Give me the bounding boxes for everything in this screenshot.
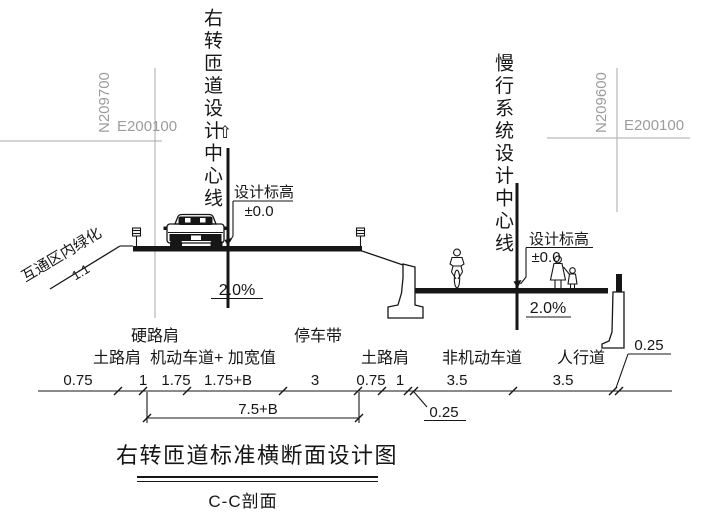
curb-dim-value: 0.25 — [429, 404, 458, 421]
northing-label: N209700 — [96, 72, 113, 133]
pedestrians-illustration — [549, 255, 578, 289]
dim-value: 0.75 — [356, 372, 385, 389]
curb-callout-bottom: 0.25 — [413, 391, 466, 422]
car-wheel-right — [210, 241, 223, 249]
child-head — [569, 267, 576, 274]
dim-value: 1.75 — [161, 372, 190, 389]
sheet-title: 右转匝道标准横断面设计图 C-C剖面 — [116, 443, 398, 511]
car-wheel-left — [170, 241, 182, 249]
coordinate-cross-right: N209600 E200100 — [547, 68, 690, 212]
section-label: C-C剖面 — [208, 492, 277, 511]
adult-body — [549, 262, 567, 281]
design-elevation-right: 设计标高 ±0.0 — [513, 231, 593, 289]
dim-value: 0.75 — [63, 372, 92, 389]
dim-value: 3 — [311, 372, 319, 389]
dim-value: 1.75+B — [204, 372, 252, 389]
delineator-post-left — [131, 227, 142, 246]
drawing-title: 右转匝道标准横断面设计图 — [116, 443, 398, 468]
slope-value: 2.0% — [219, 282, 255, 299]
ramp-roadway — [49, 245, 404, 290]
easting-label: E200100 — [624, 117, 684, 134]
elevation-value: ±0.0 — [244, 203, 273, 220]
curb-dim-value: 0.25 — [634, 337, 663, 354]
elevation-label: 设计标高 — [234, 184, 294, 201]
ramp-centerline-caption: 右转匝道设计中心线 — [201, 8, 222, 211]
car-mirror-right — [223, 226, 228, 230]
cyclist-torso — [449, 256, 465, 267]
bicycle-fork — [457, 271, 463, 280]
ramp-right-slope-line — [361, 250, 404, 266]
ramp-pavement-band — [133, 246, 362, 252]
greening-label: 互通区内绿化 — [19, 225, 105, 286]
slow-system-centerline-caption: 慢行系统设计中心线 — [492, 53, 513, 256]
elevation-arrowhead — [513, 280, 522, 289]
car-body — [166, 223, 225, 244]
delineator-post-right — [355, 227, 366, 246]
car-roof — [174, 213, 217, 225]
post-head — [131, 227, 142, 237]
car-mirror-left — [163, 226, 168, 230]
segment-label-bike-lane: 非机动车道 — [442, 349, 522, 367]
cyclist-illustration — [449, 248, 465, 289]
dim-value: 3.5 — [447, 372, 468, 389]
car-license-plate — [191, 235, 201, 240]
northing-label: N209600 — [593, 72, 610, 133]
right-curb — [601, 274, 625, 349]
embankment-note: 互通区内绿化 1:1 — [19, 225, 105, 286]
curb-callout-right: 0.25 — [615, 337, 671, 389]
cross-slope-right: 2.0% — [526, 300, 571, 318]
segment-label-earth-shoulder: 土路肩 — [93, 349, 141, 367]
slope-ratio-label: 1:1 — [69, 261, 92, 283]
car-headrest — [200, 218, 206, 223]
cyclist-head — [453, 248, 461, 257]
cross-slope-left: 2.0% — [211, 282, 263, 300]
design-elevation-left: 设计标高 ±0.0 — [224, 184, 294, 247]
child-body — [567, 273, 578, 285]
cyclist-leg — [450, 265, 454, 273]
adult-head — [554, 255, 562, 264]
elevation-value: ±0.0 — [531, 249, 560, 266]
total-dimension: 7.5+B — [142, 392, 364, 423]
car-illustration — [163, 213, 228, 249]
post-head — [355, 227, 366, 237]
dim-value: 1 — [139, 372, 147, 389]
dimension-ticks — [113, 386, 624, 396]
elevation-arrowhead — [224, 238, 232, 247]
total-dim-value: 7.5+B — [238, 401, 278, 418]
bollard — [616, 274, 622, 292]
elevation-label: 设计标高 — [529, 231, 589, 248]
segment-label-hard-shoulder: 硬路肩 — [131, 327, 179, 345]
coordinate-cross-left: N209700 E200100 — [0, 68, 177, 318]
elevation-leader — [520, 247, 527, 285]
bicycle-fork — [451, 271, 457, 280]
cyclist-leg — [460, 265, 464, 273]
segment-label-sidewalk: 人行道 — [557, 349, 605, 367]
bicycle-wheel — [453, 269, 461, 289]
segment-label-motor-lane: 机动车道+ 加宽值 — [150, 349, 276, 367]
segment-label-parking-strip: 停车带 — [294, 327, 342, 345]
dim-value: 1 — [396, 372, 404, 389]
dim-value: 3.5 — [553, 372, 574, 389]
dimension-chain: 0.75 1 1.75 1.75+B 3 0.75 1 3.5 3.5 硬路肩 … — [38, 327, 672, 423]
easting-label: E200100 — [117, 118, 177, 135]
slope-value: 2.0% — [530, 300, 566, 317]
curb-profile — [601, 291, 625, 349]
car-headrest — [185, 218, 191, 223]
north-arrow-icon: ⇧ — [218, 123, 232, 142]
embankment-slope-line — [49, 245, 121, 290]
adult-arm — [563, 266, 571, 276]
elevation-leader — [229, 201, 234, 243]
segment-label-earth-shoulder: 土路肩 — [361, 349, 409, 367]
slow-lane-pavement-band — [415, 288, 608, 294]
